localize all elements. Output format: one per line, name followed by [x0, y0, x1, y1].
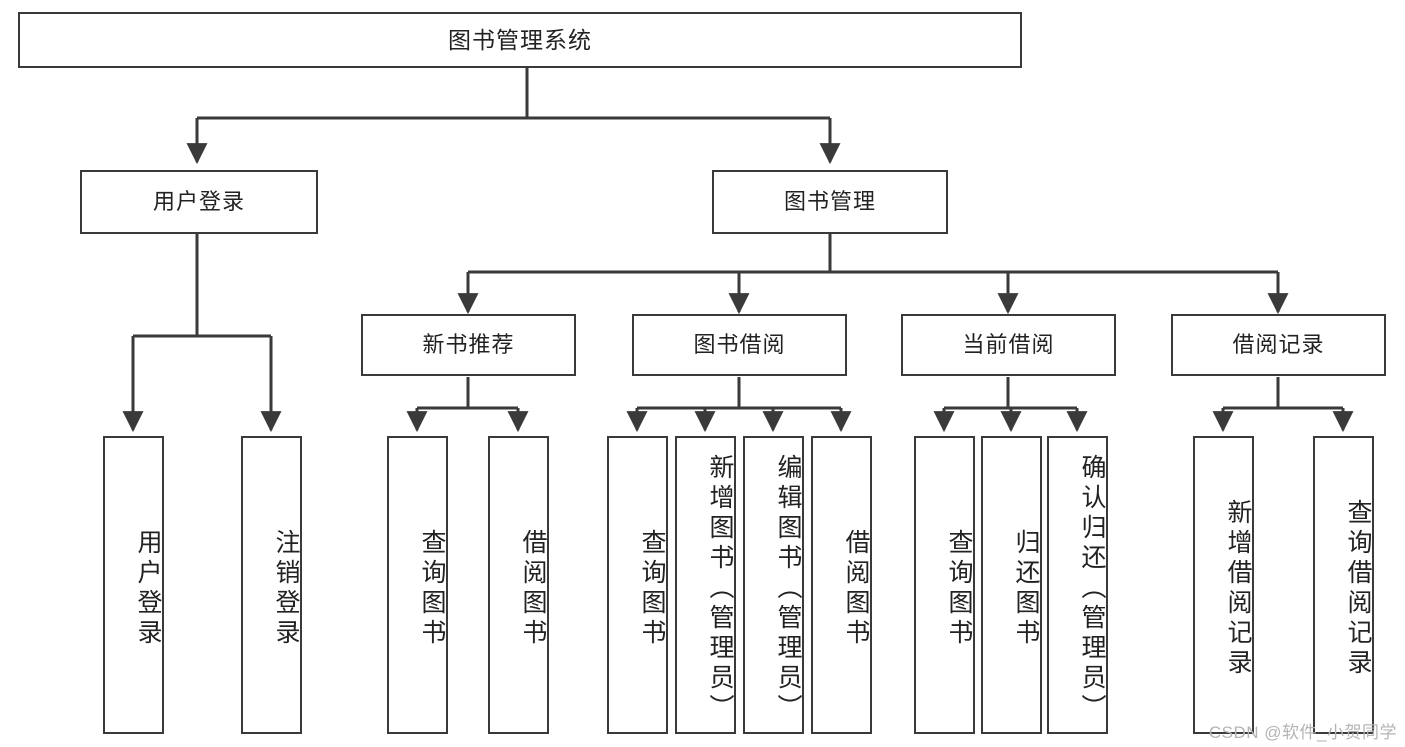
node-current-borrow-label: 当前借阅	[962, 332, 1055, 358]
node-new-book-recommend-label: 新书推荐	[422, 332, 515, 358]
node-book-manage-label: 图书管理	[783, 189, 876, 215]
leaf-confirm-return-label: 确认归还（管理员）	[1078, 454, 1106, 724]
leaf-query-book-3-label: 查询图书	[945, 529, 973, 649]
node-user-login[interactable]: 用户登录	[80, 170, 318, 234]
leaf-confirm-return[interactable]: 确认归还（管理员）	[1047, 436, 1108, 734]
leaf-logout-login-label: 注销登录	[272, 529, 300, 649]
leaf-edit-book-label: 编辑图书（管理员）	[774, 454, 802, 724]
node-root[interactable]: 图书管理系统	[18, 12, 1022, 68]
node-book-borrow[interactable]: 图书借阅	[632, 314, 847, 376]
leaf-add-book[interactable]: 新增图书（管理员）	[675, 436, 736, 734]
node-current-borrow[interactable]: 当前借阅	[901, 314, 1116, 376]
leaf-query-record[interactable]: 查询借阅记录	[1313, 436, 1374, 734]
leaf-return-book[interactable]: 归还图书	[981, 436, 1042, 734]
leaf-add-record[interactable]: 新增借阅记录	[1193, 436, 1254, 734]
leaf-user-login[interactable]: 用户登录	[103, 436, 164, 734]
node-book-manage[interactable]: 图书管理	[712, 170, 948, 234]
leaf-borrow-book-2-label: 借阅图书	[842, 529, 870, 649]
leaf-query-book-3[interactable]: 查询图书	[914, 436, 975, 734]
leaf-add-book-label: 新增图书（管理员）	[706, 454, 734, 724]
leaf-query-book-2[interactable]: 查询图书	[607, 436, 668, 734]
leaf-return-book-label: 归还图书	[1012, 529, 1040, 649]
leaf-add-record-label: 新增借阅记录	[1224, 499, 1252, 679]
leaf-borrow-book-1-label: 借阅图书	[519, 529, 547, 649]
node-user-login-label: 用户登录	[152, 189, 245, 215]
leaf-query-record-label: 查询借阅记录	[1344, 499, 1372, 679]
leaf-query-book-2-label: 查询图书	[638, 529, 666, 649]
node-borrow-record-label: 借阅记录	[1232, 332, 1325, 358]
leaf-edit-book[interactable]: 编辑图书（管理员）	[743, 436, 804, 734]
node-book-borrow-label: 图书借阅	[693, 332, 786, 358]
leaf-user-login-label: 用户登录	[134, 529, 162, 649]
leaf-query-book-1[interactable]: 查询图书	[387, 436, 448, 734]
leaf-borrow-book-1[interactable]: 借阅图书	[488, 436, 549, 734]
leaf-logout-login[interactable]: 注销登录	[241, 436, 302, 734]
csdn-watermark: CSDN @软件_小贺同学	[1208, 723, 1397, 742]
node-new-book-recommend[interactable]: 新书推荐	[361, 314, 576, 376]
leaf-borrow-book-2[interactable]: 借阅图书	[811, 436, 872, 734]
leaf-query-book-1-label: 查询图书	[418, 529, 446, 649]
node-borrow-record[interactable]: 借阅记录	[1171, 314, 1386, 376]
node-root-label: 图书管理系统	[448, 26, 592, 53]
